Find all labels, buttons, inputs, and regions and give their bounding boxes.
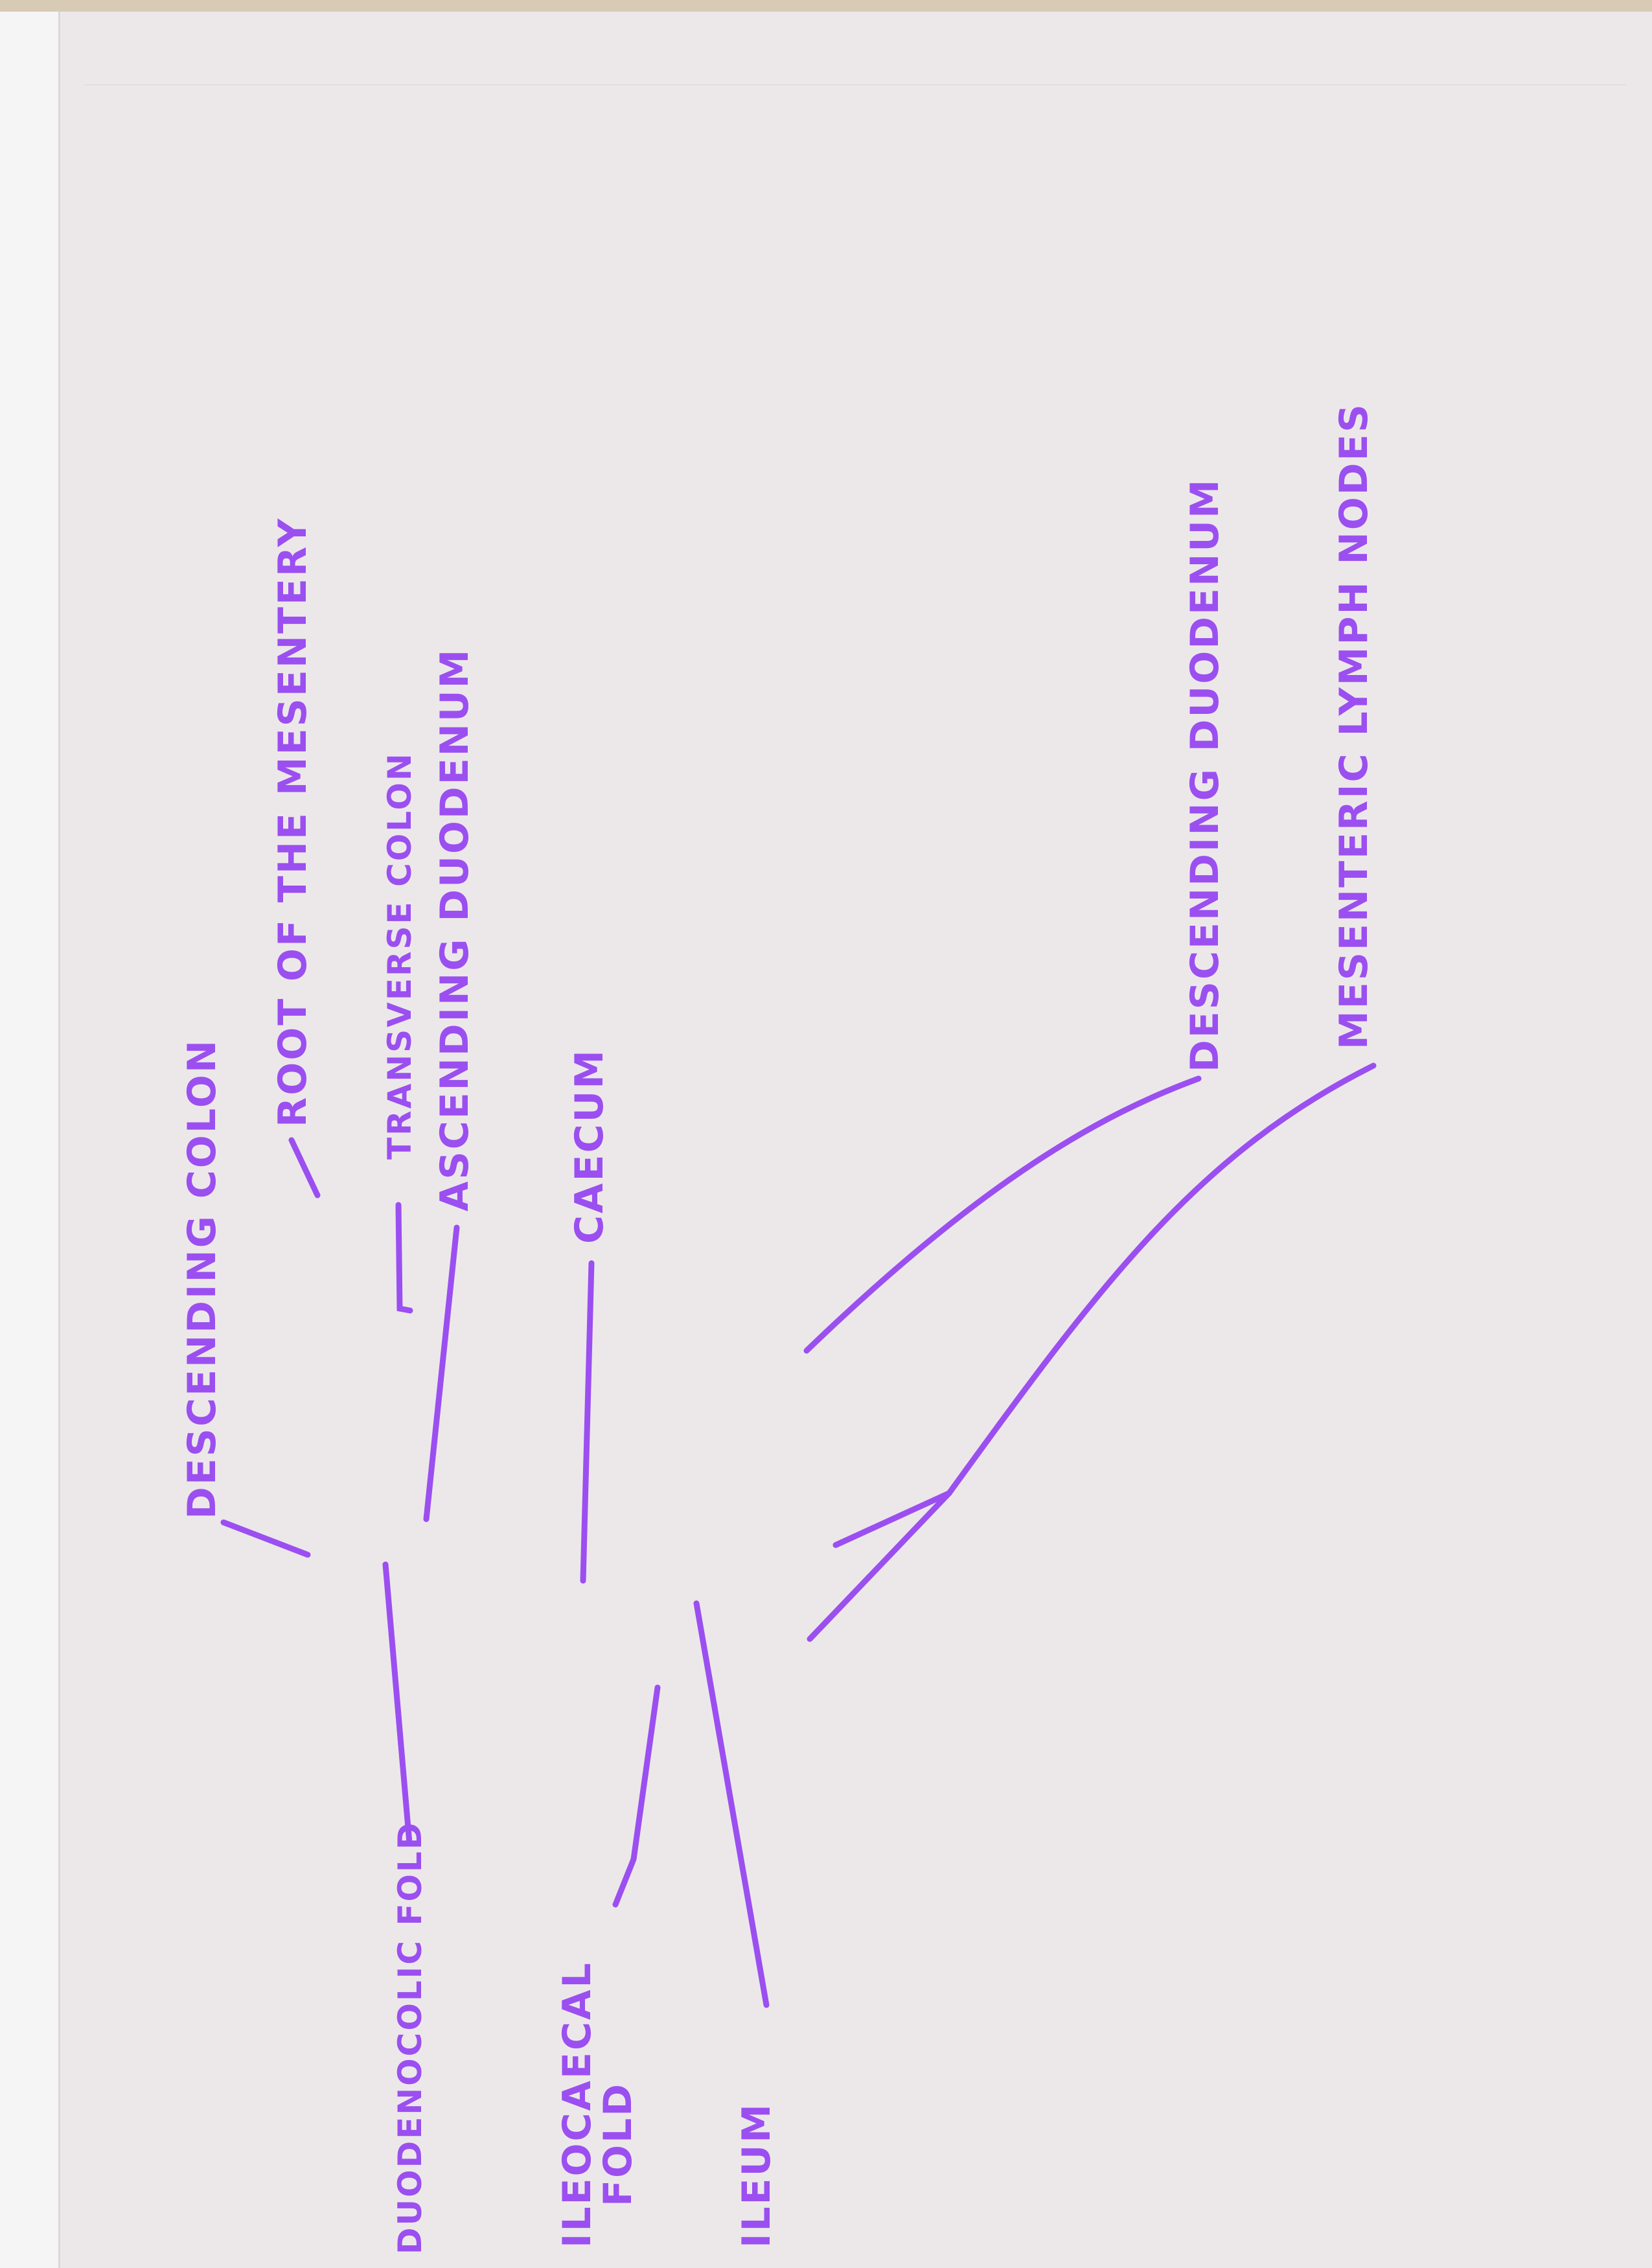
label-ileum: ILEUM [734, 2102, 779, 2248]
paper-fold-line [84, 84, 1626, 86]
label-ascending-duodenum: ASCENDING DUODENUM [432, 647, 477, 1211]
leader-ileum [693, 1600, 770, 2008]
leader-transverse-colon [395, 1202, 413, 1314]
label-descending-duodenum: DESCENDING DUODENUM [1182, 477, 1228, 1072]
leader-ileocaecal-fold [612, 1684, 661, 1908]
label-transverse-colon: TRANSVERSE COLON [381, 751, 419, 1160]
label-root-of-mesentery: ROOT OF THE MESENTERY [270, 516, 315, 1127]
leader-mesenteric-branch [832, 1490, 952, 1548]
leader-mesenteric-lymph-nodes [807, 1062, 1377, 1642]
leader-descending-colon [220, 1519, 311, 1558]
label-ileocaecal-fold: ILEOCAECAL FOLD [555, 1961, 641, 2248]
label-descending-colon: DESCENDING COLON [179, 1038, 225, 1519]
left-binding-strip [0, 12, 60, 2268]
leader-root-of-mesentery [288, 1137, 321, 1198]
leader-duodenocolic-fold [382, 1561, 413, 1846]
leader-ascending-duodenum [423, 1224, 460, 1522]
label-duodenocolic-fold: DUODENOCOLIC FOLD [391, 1820, 429, 2254]
leader-descending-duodenum [803, 1075, 1202, 1354]
label-mesenteric-lymph-nodes: MESENTERIC LYMPH NODES [1331, 402, 1377, 1049]
page-top-edge [0, 0, 1652, 12]
label-caecum: CAECUM [567, 1048, 612, 1244]
leader-caecum [580, 1260, 595, 1584]
